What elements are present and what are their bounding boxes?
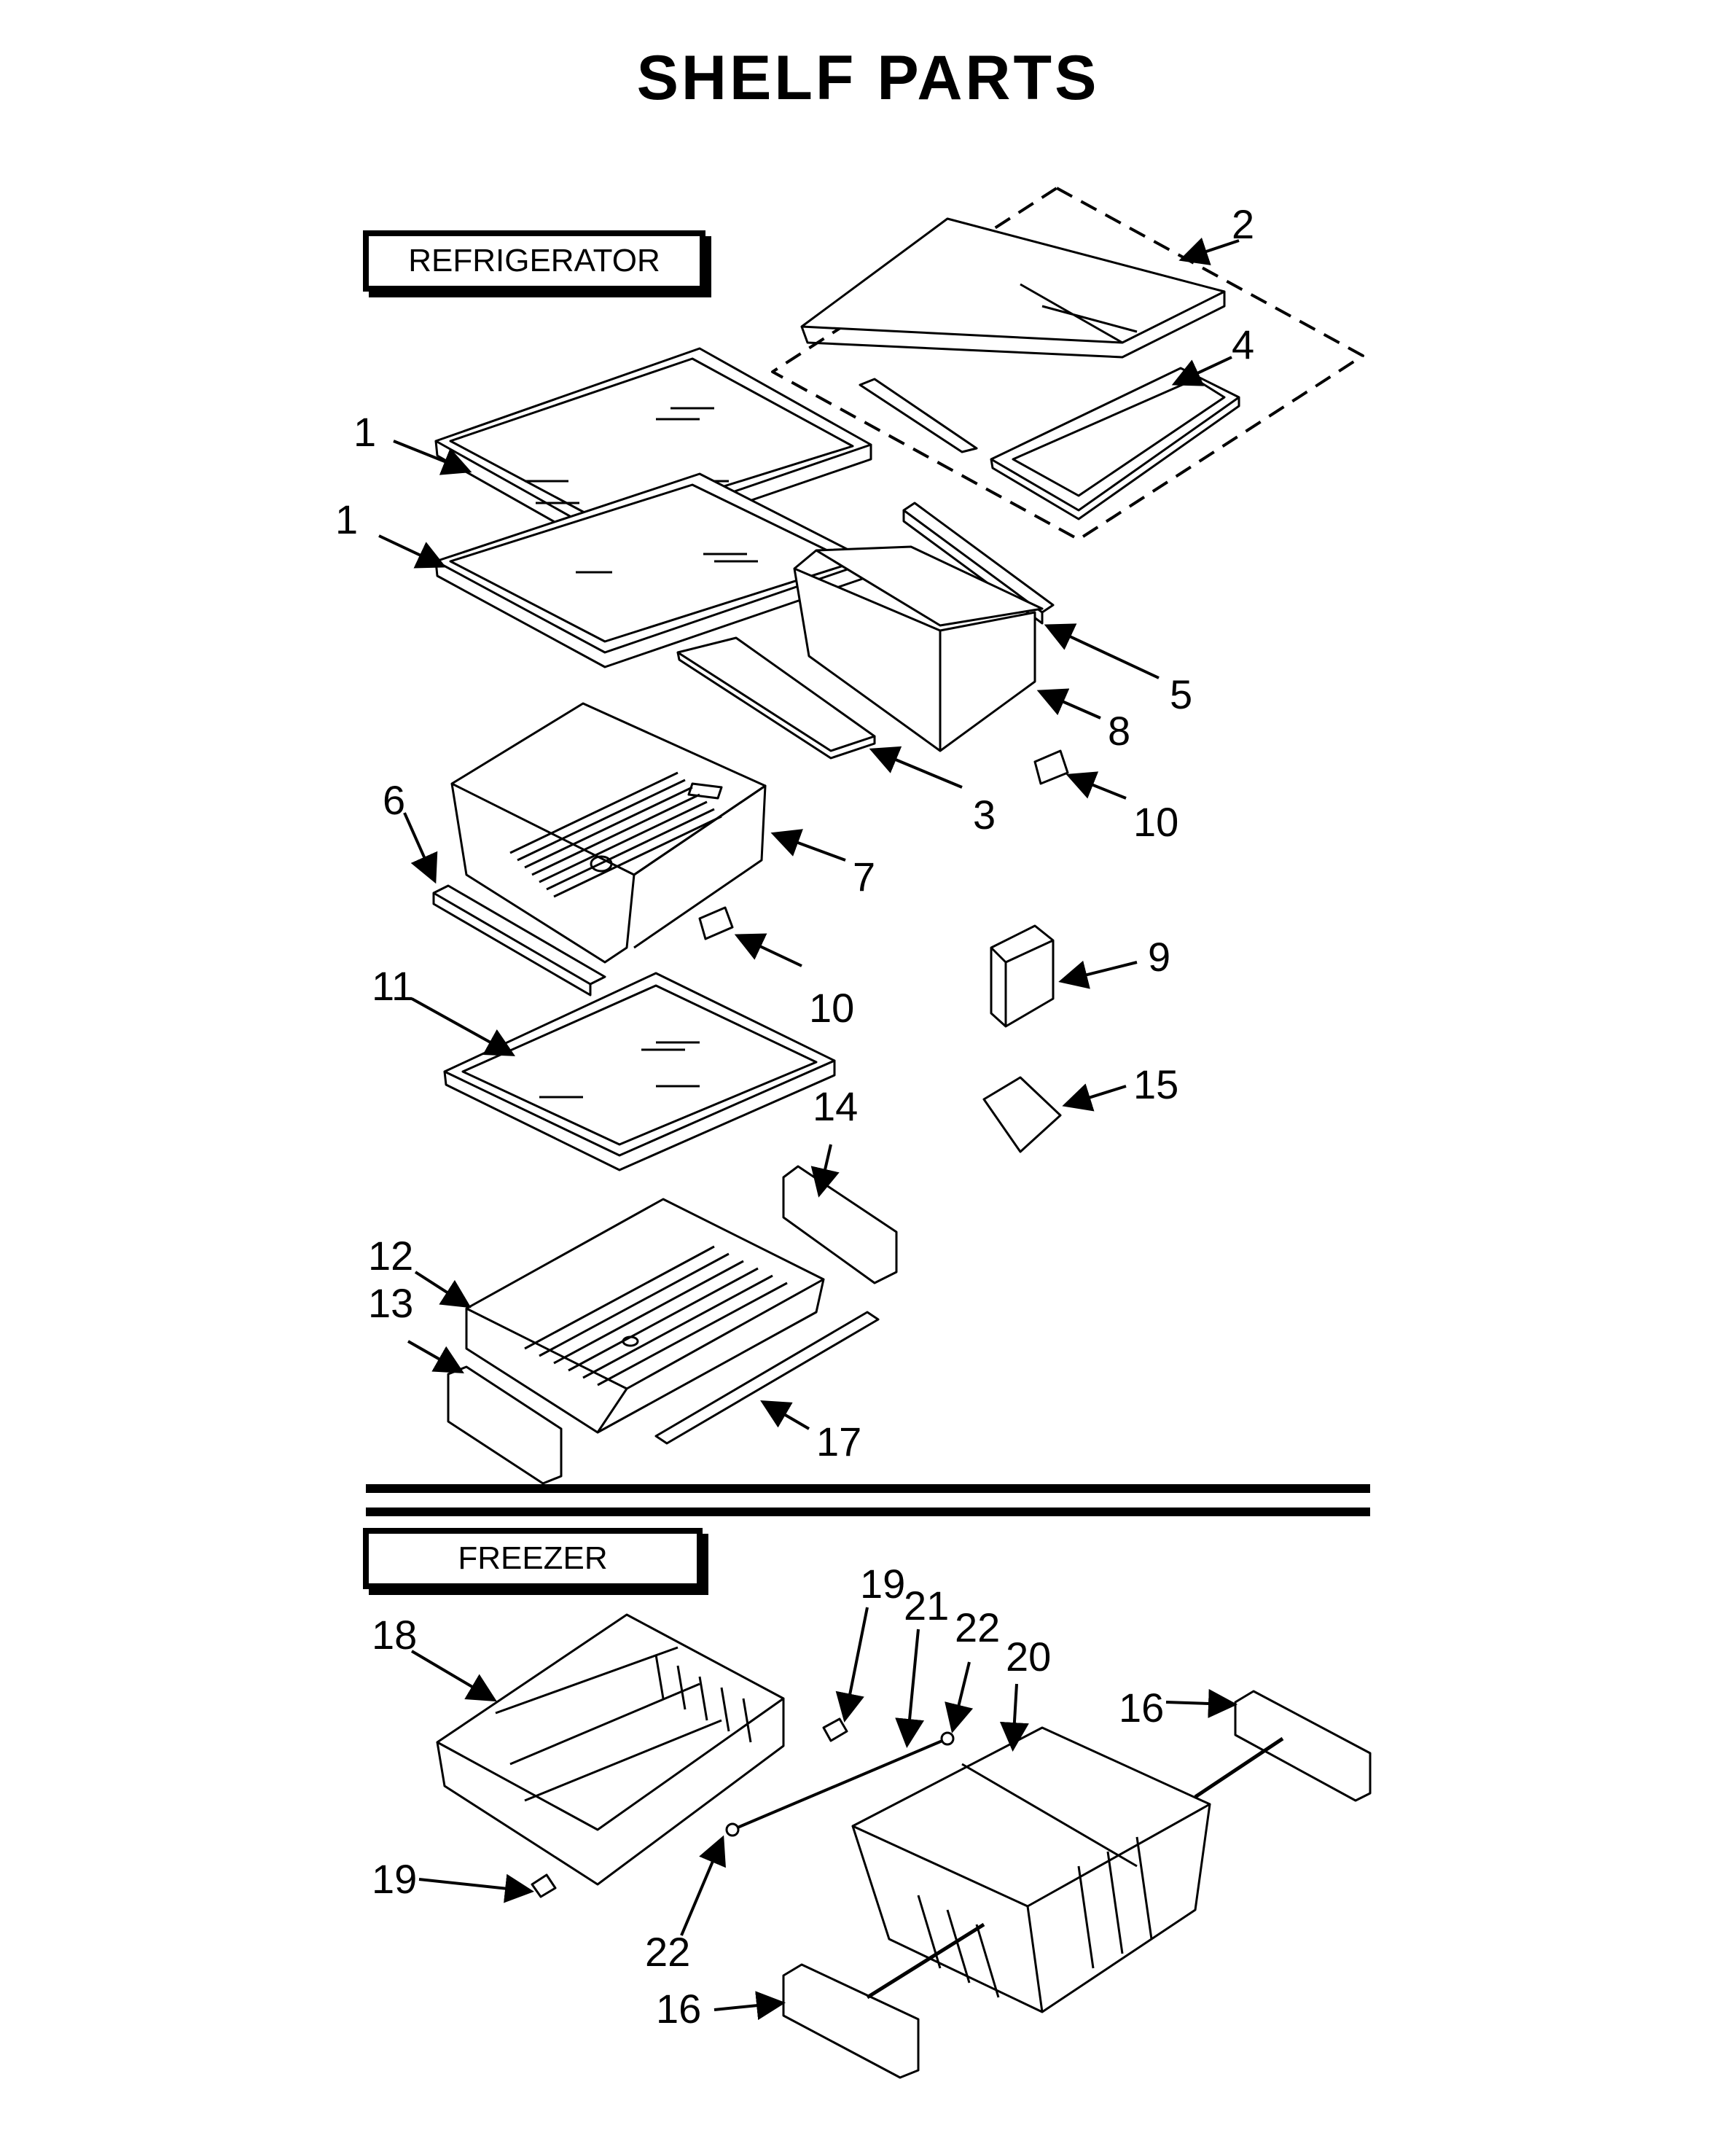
callout-21: 21 <box>904 1583 950 1629</box>
callout-19-lower: 19 <box>372 1856 418 1902</box>
part-10-clip-upper <box>1033 749 1069 785</box>
section-label-refrigerator: REFRIGERATOR <box>363 230 705 292</box>
callout-1-upper: 1 <box>353 409 377 455</box>
freezer-label: FREEZER <box>458 1540 608 1576</box>
callout-13: 13 <box>368 1280 414 1326</box>
part-19-stop-lower <box>531 1873 557 1898</box>
callout-14: 14 <box>813 1083 859 1129</box>
part-3-cover <box>676 636 876 760</box>
callout-22-upper: 22 <box>955 1604 1001 1650</box>
callout-22-lower: 22 <box>645 1929 691 1975</box>
part-19-stop-upper <box>822 1717 848 1742</box>
callout-20: 20 <box>1006 1634 1052 1680</box>
callout-3: 3 <box>973 792 996 838</box>
part-7-crisper <box>450 702 767 964</box>
part-11-glass-shelf <box>443 972 836 1171</box>
part-20-basket <box>851 1726 1211 2013</box>
callout-4: 4 <box>1232 321 1255 367</box>
part-17-trim <box>654 1311 880 1445</box>
callout-17: 17 <box>816 1419 862 1464</box>
callout-7: 7 <box>853 854 876 900</box>
part-9-filter <box>990 924 1055 1028</box>
callout-10-upper: 10 <box>1133 799 1179 845</box>
part-18-basket <box>436 1613 785 1886</box>
part-15-lid <box>982 1076 1062 1153</box>
callout-6: 6 <box>383 777 406 823</box>
part-6-slide <box>432 884 606 997</box>
leader-arrows <box>378 237 1240 2021</box>
section-label-freezer: FREEZER <box>363 1528 703 1589</box>
section-divider-bottom <box>366 1508 1370 1516</box>
callout-16-upper: 16 <box>1119 1685 1165 1731</box>
part-16-slide-lower <box>782 1922 985 2079</box>
part-5-rail <box>902 502 1055 625</box>
callout-16-lower: 16 <box>656 1986 702 2032</box>
page-title: SHELF PARTS <box>636 43 1100 113</box>
refrigerator-label: REFRIGERATOR <box>408 243 660 278</box>
part-2-divider-shelf <box>800 217 1226 453</box>
part-10-clip-lower <box>698 906 734 940</box>
section-divider-top <box>366 1484 1370 1493</box>
part-14-slide <box>782 1165 898 1284</box>
part-4-glass-shelf <box>990 367 1240 520</box>
part-8-pan <box>793 545 1044 752</box>
callout-10-lower: 10 <box>809 985 855 1031</box>
callout-11: 11 <box>372 963 415 1009</box>
callout-19-upper: 19 <box>860 1561 906 1607</box>
callout-18: 18 <box>372 1612 418 1658</box>
callout-15: 15 <box>1133 1061 1179 1107</box>
part-13-bracket <box>447 1365 563 1485</box>
callout-9: 9 <box>1148 934 1171 980</box>
callout-12: 12 <box>368 1233 414 1279</box>
part-16-slide-upper <box>1194 1690 1372 1802</box>
part-12-tray <box>465 1198 825 1434</box>
callout-8: 8 <box>1108 708 1131 754</box>
callout-1-lower: 1 <box>335 496 359 542</box>
callout-2: 2 <box>1232 201 1255 247</box>
callout-5: 5 <box>1170 671 1193 717</box>
